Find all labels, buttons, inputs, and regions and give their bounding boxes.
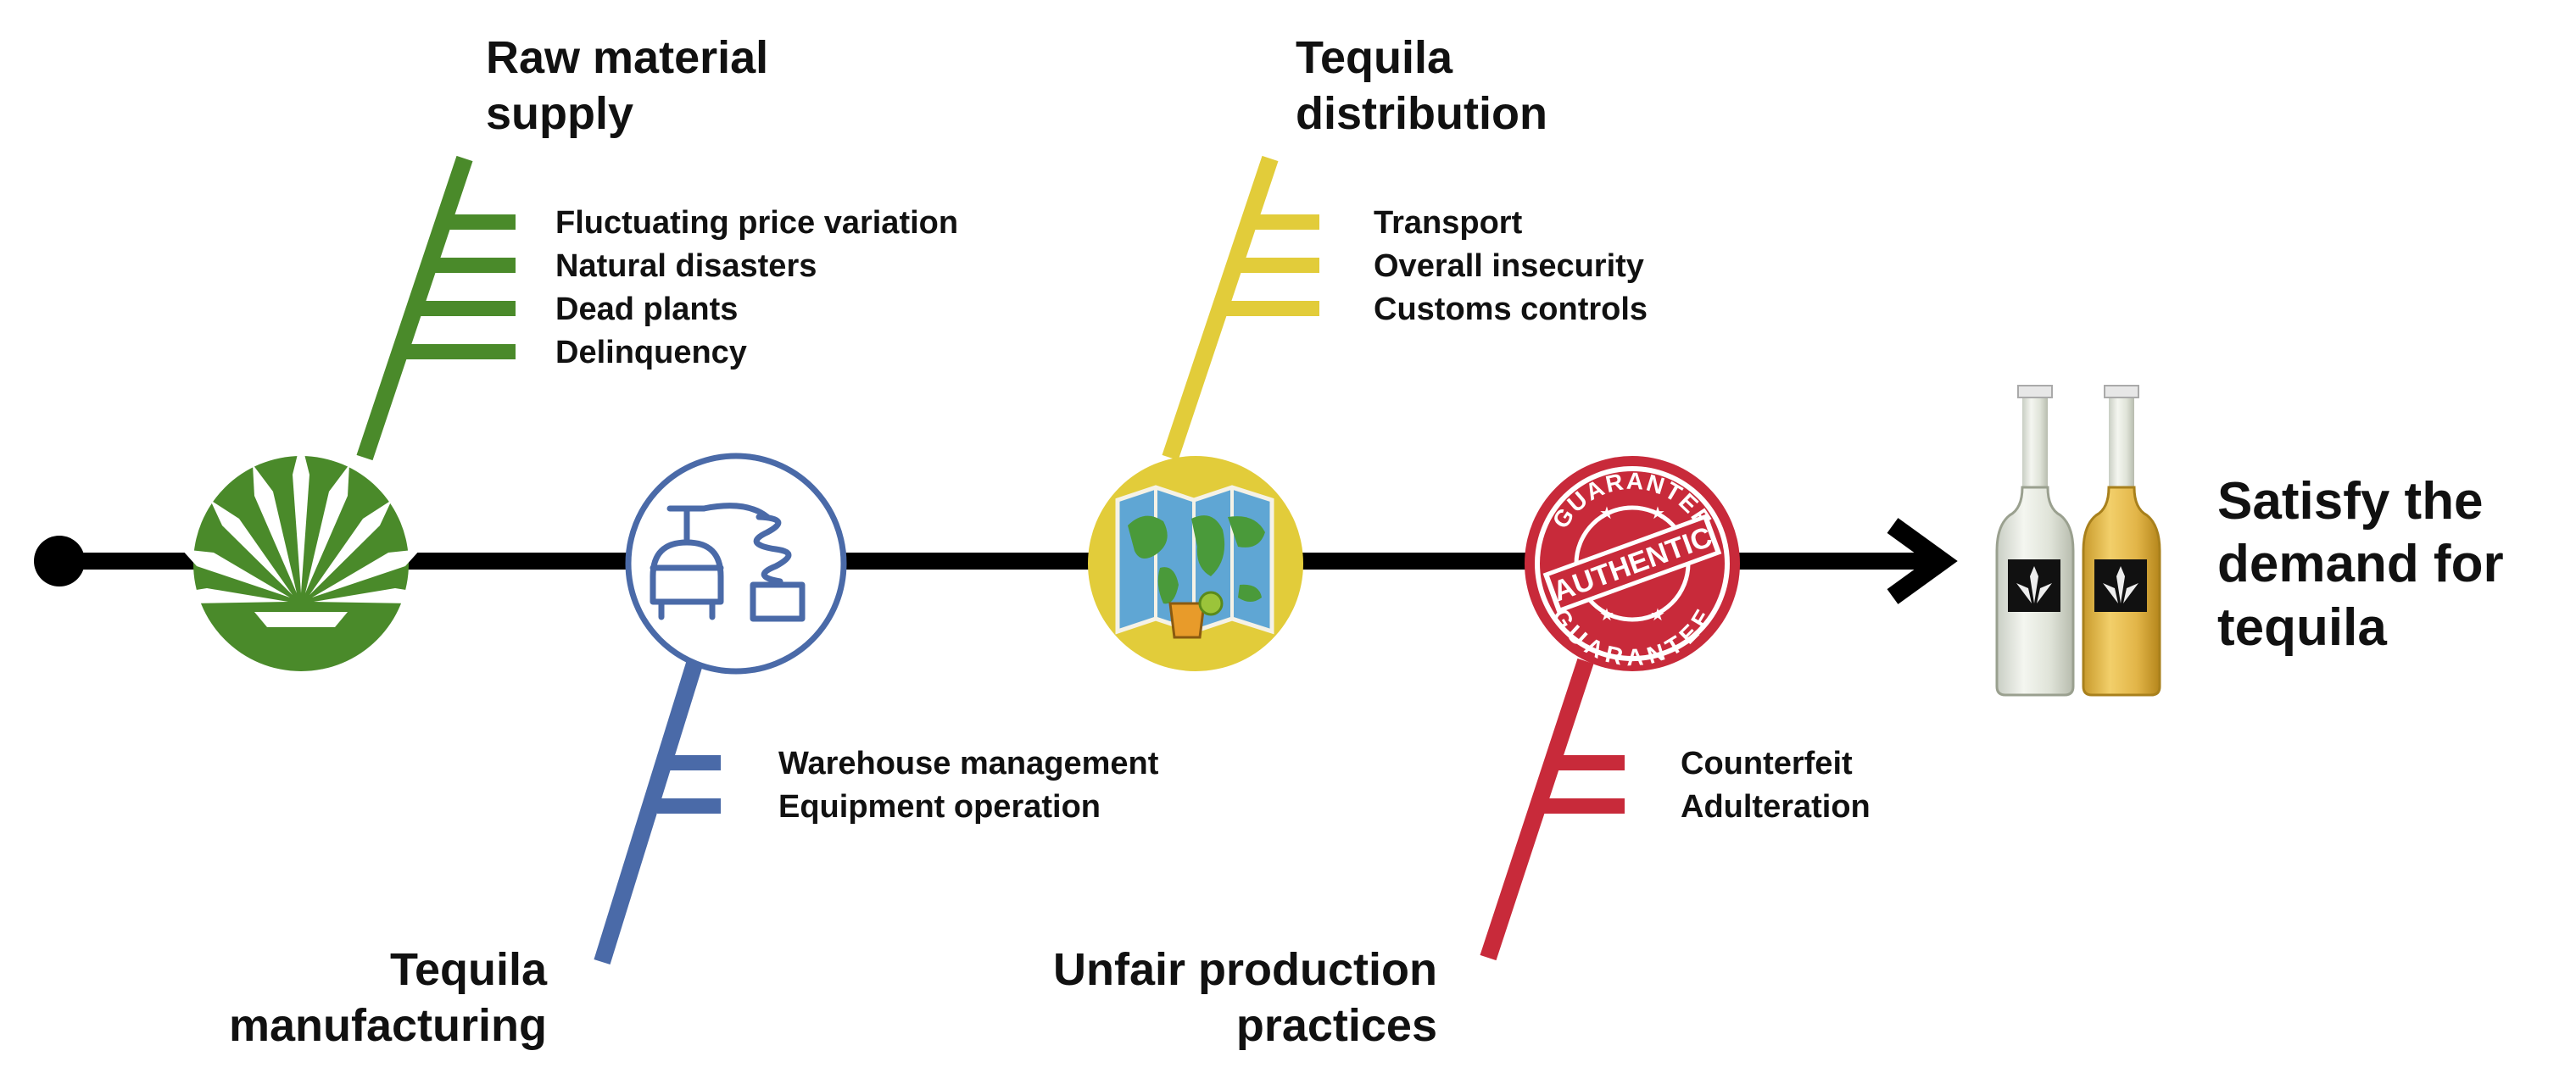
- authentic-guarantee-seal-icon: GUARANTEE GUARANTEE AUTHENTIC ★ ★ ★ ★: [1525, 456, 1740, 671]
- svg-text:★: ★: [1650, 504, 1665, 523]
- category-title-manufacturing: Tequila manufacturing: [228, 944, 547, 1051]
- cause-item: Delinquency: [555, 335, 747, 370]
- cause-item: Fluctuating price variation: [555, 205, 959, 241]
- svg-text:★: ★: [1650, 606, 1665, 625]
- branch-unfair-practices: [1480, 658, 1625, 961]
- cause-item: Dead plants: [555, 292, 739, 327]
- cause-list-unfair-practices: Counterfeit Adulteration: [1681, 742, 1871, 829]
- agave-plant-icon: [175, 441, 427, 671]
- cause-item: Overall insecurity: [1374, 248, 1644, 284]
- world-map-icon: [1088, 456, 1303, 671]
- branch-manufacturing: [594, 659, 721, 964]
- category-title-distribution: Tequila distribution: [1296, 32, 1547, 139]
- cause-item: Customs controls: [1374, 292, 1648, 327]
- cause-item: Transport: [1374, 205, 1523, 241]
- spine-start-dot: [34, 536, 85, 586]
- distillery-icon: [625, 453, 847, 675]
- cause-list-distribution: Transport Overall insecurity Customs con…: [1374, 202, 1648, 331]
- cause-item: Equipment operation: [778, 789, 1101, 825]
- svg-text:★: ★: [1599, 504, 1614, 523]
- cause-item: Warehouse management: [778, 746, 1159, 781]
- cause-list-manufacturing: Warehouse management Equipment operation: [778, 742, 1158, 829]
- cause-item: Adulteration: [1681, 789, 1871, 825]
- cause-list-raw-material: Fluctuating price variation Natural disa…: [555, 202, 958, 375]
- tequila-bottles-icon: [1995, 385, 2161, 697]
- svg-text:★: ★: [1599, 606, 1614, 625]
- cause-item: Natural disasters: [555, 248, 817, 284]
- spine-arrowhead: [1887, 518, 1958, 604]
- gold-tequila-bottle: [2082, 385, 2161, 697]
- category-title-unfair-practices: Unfair production practices: [1053, 944, 1437, 1051]
- outcome-label: Satisfy the demand for tequila: [2217, 472, 2504, 657]
- branch-raw-material: [356, 155, 516, 461]
- category-title-raw-material: Raw material supply: [486, 32, 769, 139]
- branch-distribution: [1162, 155, 1319, 461]
- clear-tequila-bottle: [1995, 385, 2075, 697]
- cause-item: Counterfeit: [1681, 746, 1853, 781]
